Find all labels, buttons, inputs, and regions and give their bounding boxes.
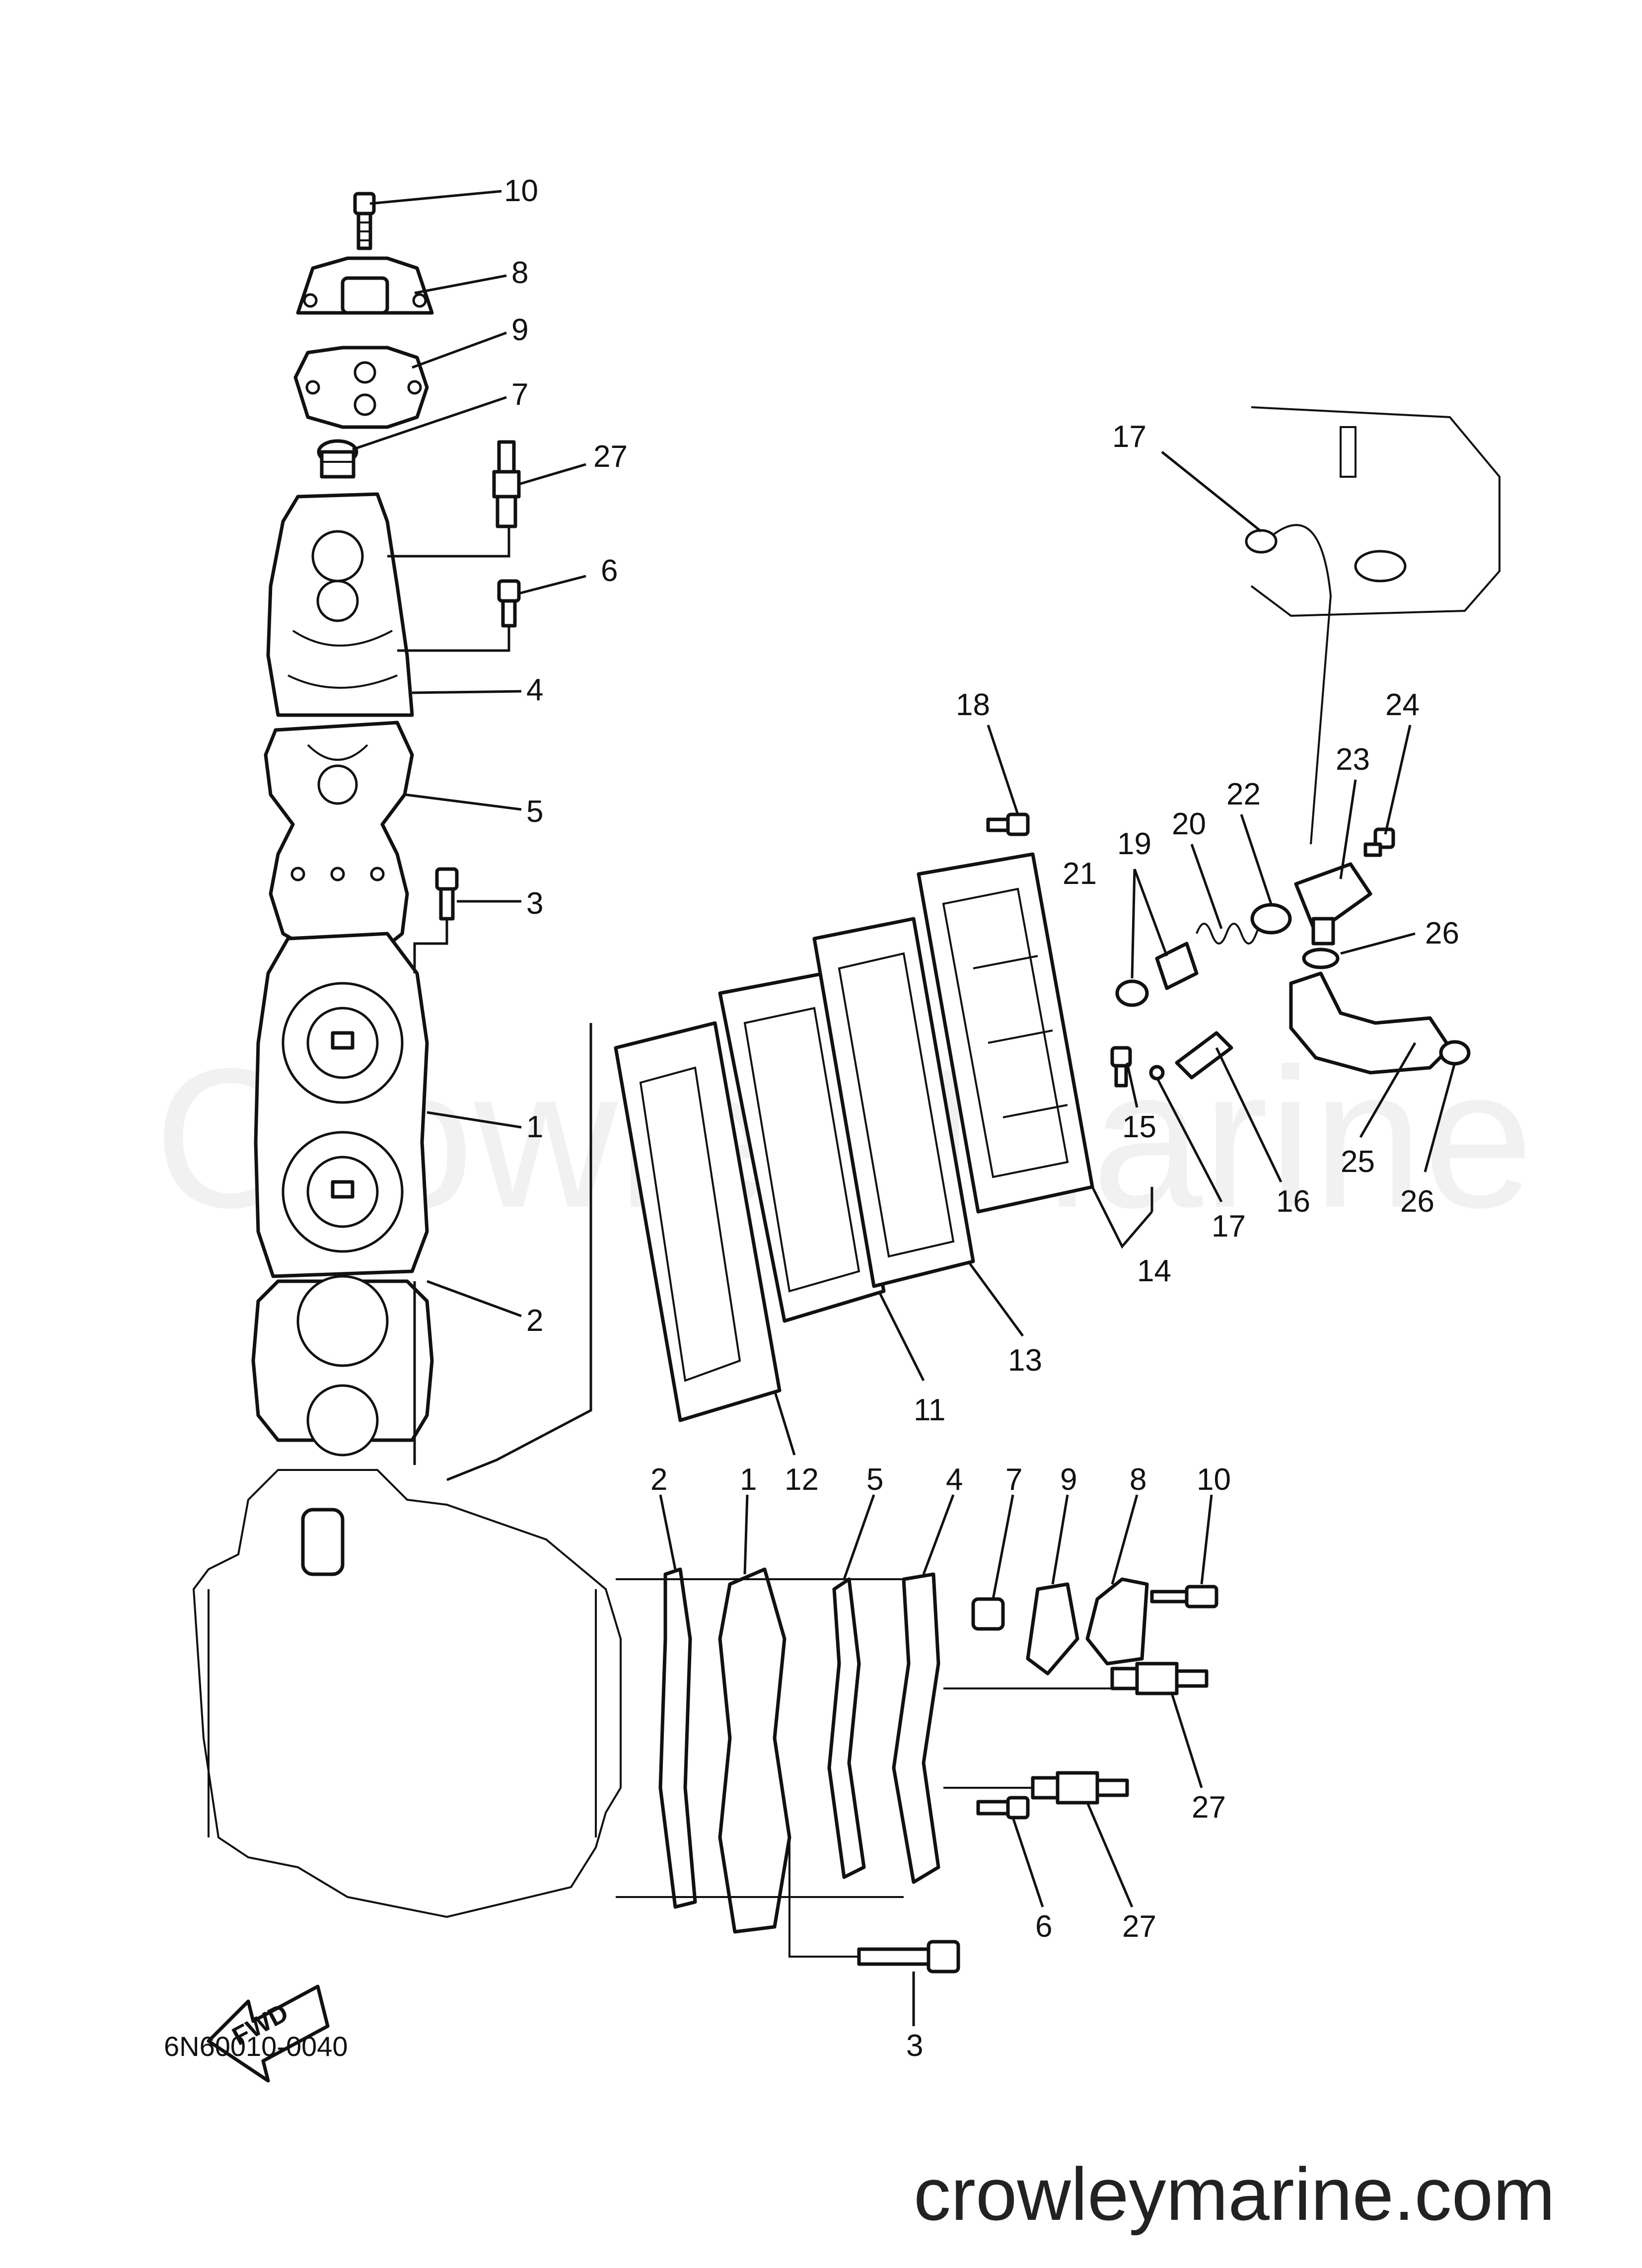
part-13-gasket	[812, 917, 975, 1288]
callout-2-lower: 2	[650, 1463, 667, 1497]
callout-8: 8	[511, 256, 528, 290]
part-7-thermostat	[317, 439, 358, 479]
engine-block-outline	[192, 1469, 622, 1918]
callout-21: 21	[1063, 857, 1097, 891]
callout-3-lower: 3	[906, 2029, 923, 2063]
callout-27: 27	[593, 439, 628, 474]
part-2-base-gasket	[251, 1275, 434, 1457]
part-9-gasket-side	[1026, 1582, 1079, 1676]
callout-7: 7	[511, 377, 528, 412]
site-label: crowleymarine.com	[914, 2152, 1555, 2236]
callout-27-lower-a: 27	[1192, 1790, 1226, 1825]
part-6-bolt	[497, 579, 521, 628]
callout-9-lower: 9	[1060, 1463, 1077, 1497]
callout-2: 2	[526, 1304, 543, 1338]
callout-26-upper: 26	[1425, 916, 1459, 951]
part-27-spark-plug	[492, 440, 521, 528]
part-5-head-gasket	[264, 721, 414, 955]
callout-4: 4	[526, 673, 543, 707]
center-plate-group	[614, 852, 1094, 1422]
callout-1-lower: 1	[740, 1463, 757, 1497]
left-part-stack	[192, 192, 622, 1918]
part-8-cover	[296, 256, 434, 315]
part-1-block-side	[718, 1567, 791, 1934]
callout-6: 6	[601, 554, 618, 588]
callout-6-lower: 6	[1035, 1909, 1052, 1944]
callout-1: 1	[526, 1110, 543, 1144]
part-21-seal	[1115, 979, 1149, 1007]
part-27-spark-plug-side-lower	[1031, 1771, 1129, 1805]
part-18-bolt	[1006, 812, 1030, 836]
callout-10-lower: 10	[1197, 1463, 1231, 1497]
callout-27-lower-b: 27	[1122, 1909, 1156, 1944]
part-16-pipe	[1175, 1031, 1233, 1080]
callout-18: 18	[956, 688, 990, 722]
part-17-ring	[1149, 1065, 1165, 1081]
callout-12: 12	[785, 1463, 819, 1497]
part-9-gasket	[293, 346, 429, 429]
callout-23: 23	[1336, 742, 1370, 777]
part-6-bolt-side	[1006, 1796, 1030, 1820]
callout-13: 13	[1008, 1343, 1042, 1378]
drawing-code: 6N60010-0040	[164, 2031, 348, 2062]
callout-17-lower: 17	[1212, 1209, 1246, 1244]
part-19-valve	[1155, 942, 1199, 990]
callout-9: 9	[511, 313, 528, 347]
part-7-thermostat-side	[971, 1597, 1005, 1631]
lower-side-view-stack	[616, 1567, 1218, 1974]
part-4-head-side	[892, 1572, 940, 1884]
callout-24: 24	[1385, 688, 1420, 722]
part-25-hose	[1289, 971, 1452, 1075]
callout-14: 14	[1137, 1254, 1171, 1288]
part-8-cover-side	[1085, 1577, 1149, 1666]
part-1-cylinder-block	[254, 932, 429, 1278]
part-2-gasket-side	[658, 1567, 697, 1909]
part-26-clamp-lower	[1439, 1040, 1471, 1066]
callout-3: 3	[526, 886, 543, 921]
callout-17-top: 17	[1112, 420, 1146, 454]
leader-lines	[352, 190, 1456, 2026]
callout-11: 11	[914, 1393, 945, 1427]
callout-19: 19	[1117, 827, 1151, 861]
part-27-spark-plug-side-upper	[1110, 1662, 1209, 1695]
part-26-clamp-upper	[1302, 948, 1340, 969]
callout-7-lower: 7	[1005, 1463, 1022, 1497]
callout-8-lower: 8	[1130, 1463, 1146, 1497]
callout-5: 5	[526, 795, 543, 829]
thermostat-assembly	[986, 406, 1500, 1088]
callout-5-lower: 5	[866, 1463, 883, 1497]
part-10-bolt	[353, 192, 376, 250]
callout-15: 15	[1122, 1110, 1156, 1144]
callout-10: 10	[504, 174, 538, 208]
part-11-exhaust-plate	[718, 971, 886, 1323]
part-5-gasket-side	[827, 1577, 866, 1879]
part-3-sensor	[435, 867, 459, 921]
callout-26-lower: 26	[1400, 1184, 1434, 1219]
callout-20: 20	[1172, 807, 1206, 841]
callout-16: 16	[1276, 1184, 1310, 1219]
part-4-cylinder-head	[266, 492, 414, 717]
part-12-gasket	[614, 1021, 782, 1422]
part-3-bolt-side	[927, 1940, 960, 1974]
part-22-gasket	[1250, 903, 1292, 935]
callout-25: 25	[1341, 1145, 1375, 1179]
callout-22: 22	[1226, 777, 1261, 811]
callout-labels: 10 8 9 7 27 6 4 5 3 1 2 17 18 24 23 22 2…	[504, 174, 1459, 2063]
part-10-bolt-side	[1185, 1585, 1218, 1609]
callout-4-lower: 4	[946, 1463, 963, 1497]
